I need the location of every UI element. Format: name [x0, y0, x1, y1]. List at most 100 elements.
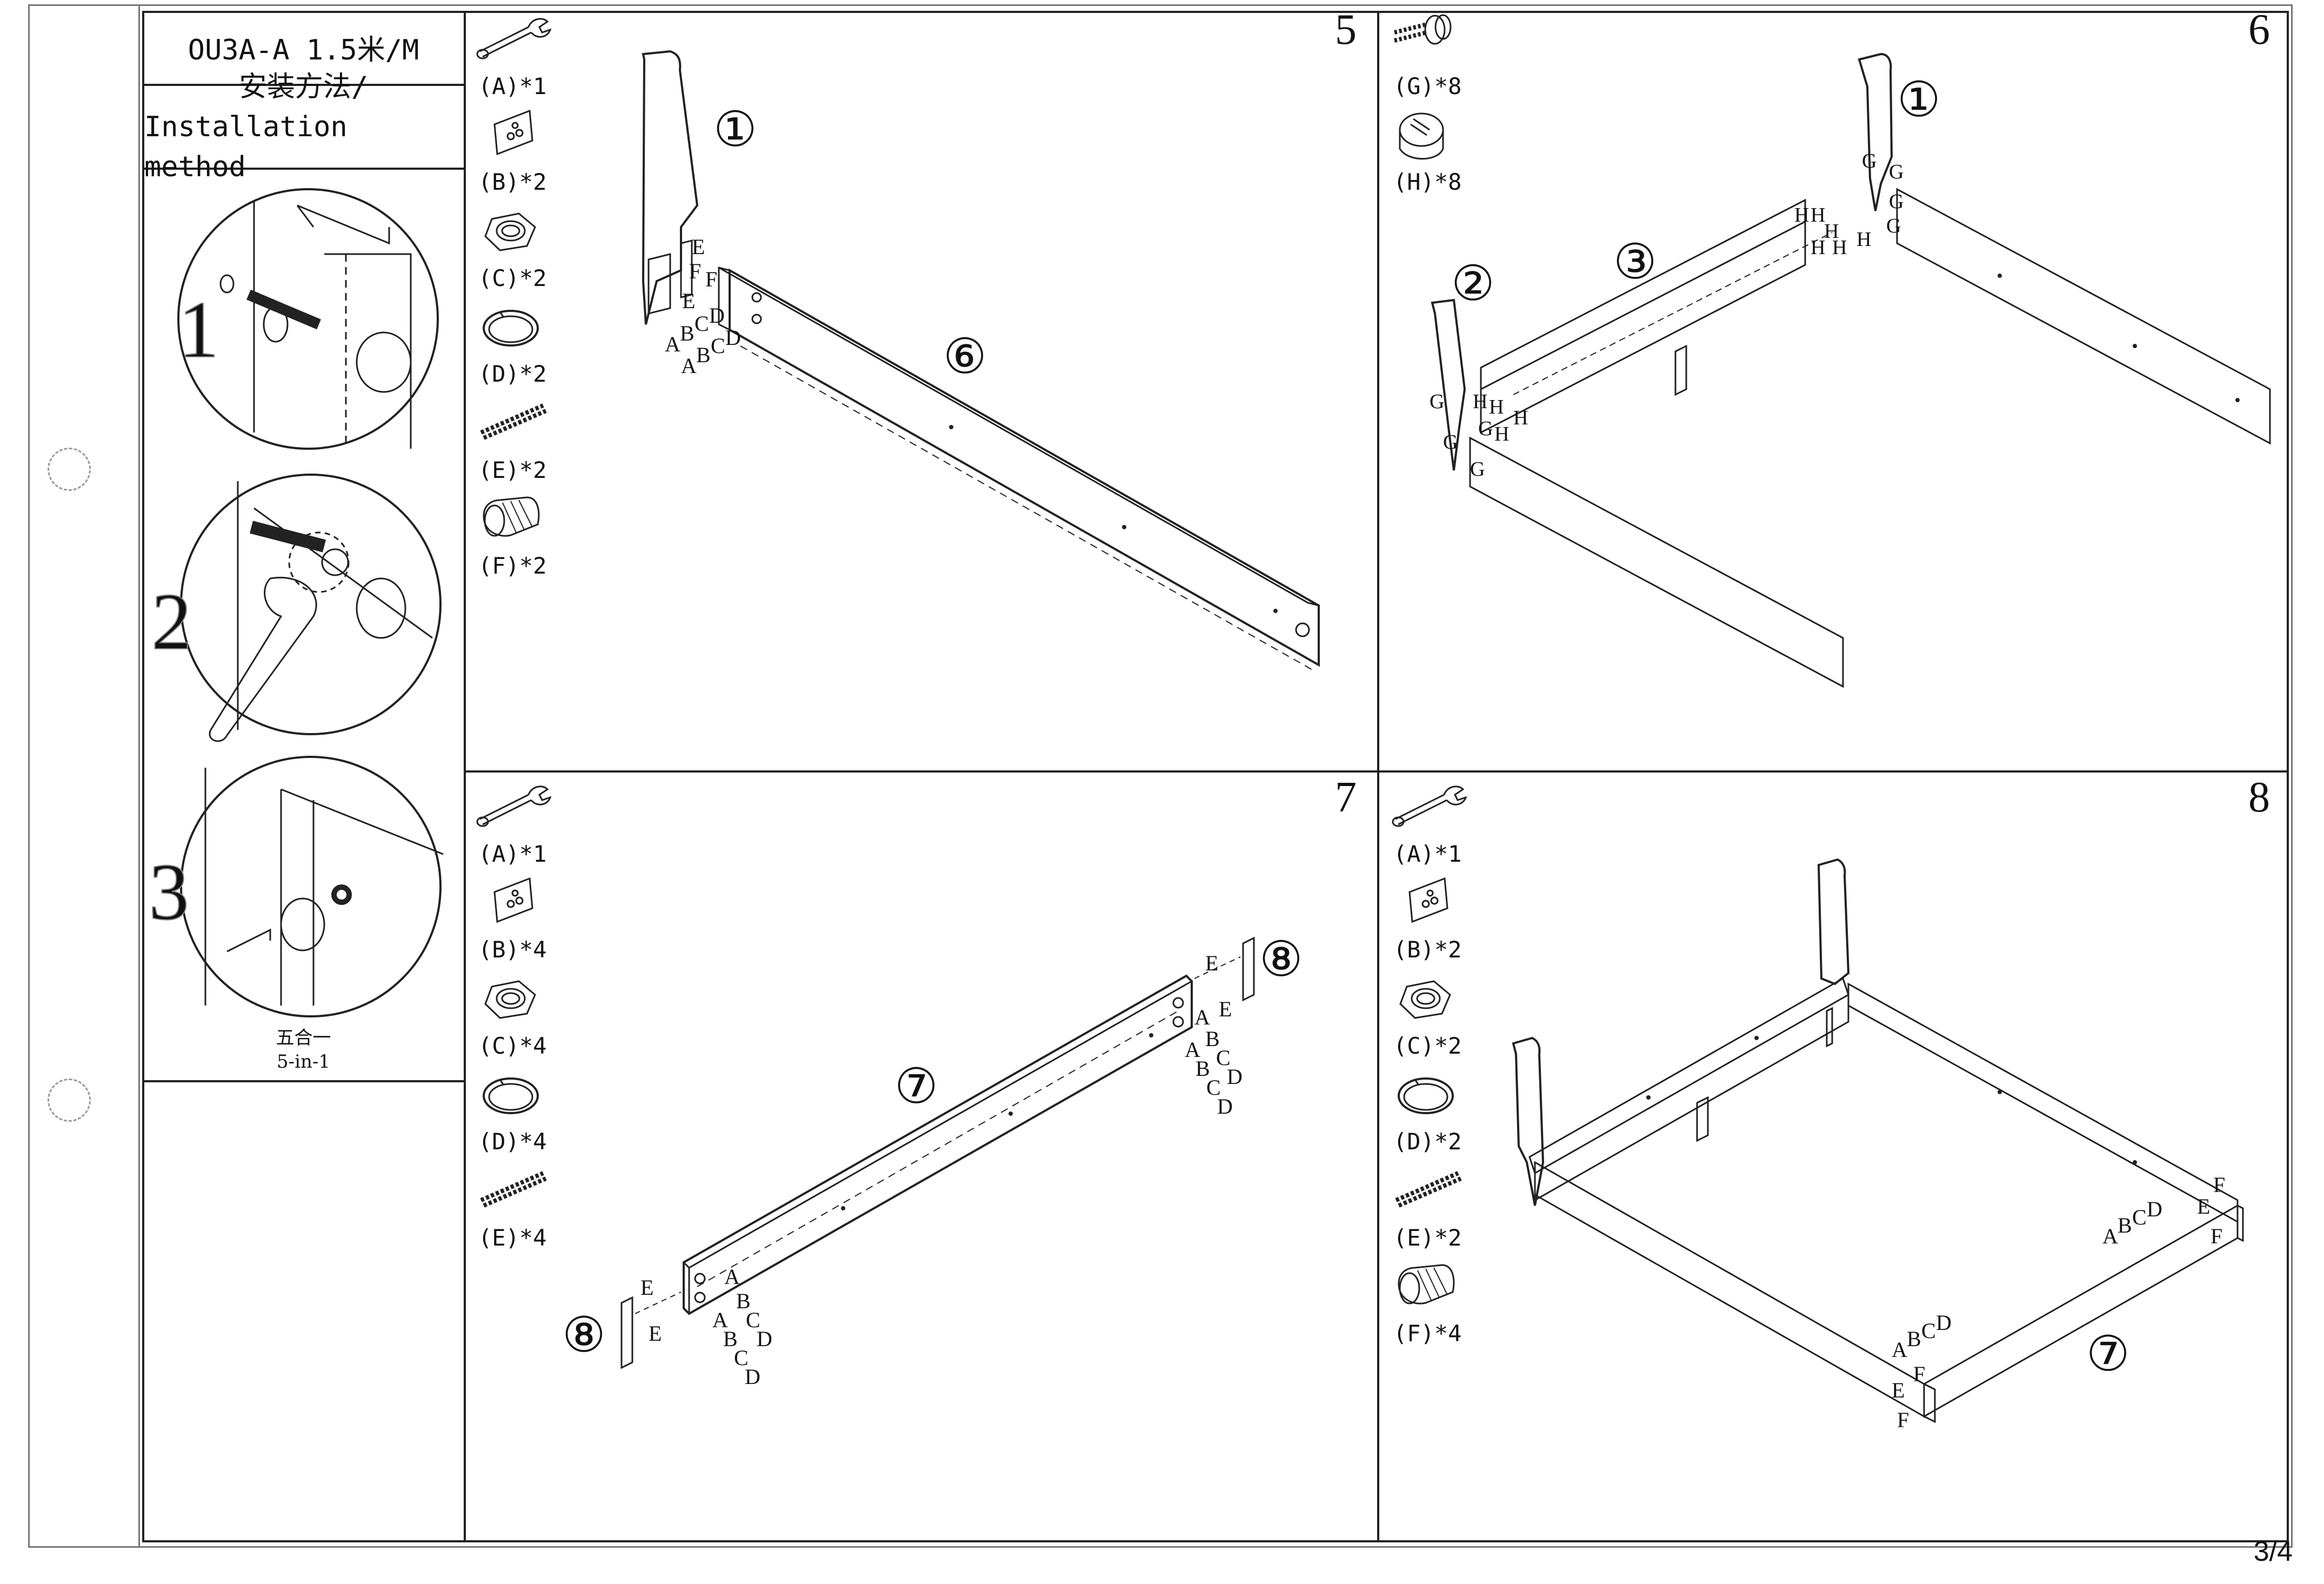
svg-text:A: A — [1185, 1037, 1200, 1062]
step7-diagram: ⑦ ⑧ ⑧ E E A B C D A B C D E E A B C D A … — [562, 933, 1303, 1389]
part-label: (E)*2 — [478, 457, 547, 483]
svg-text:C: C — [711, 334, 725, 358]
svg-text:G: G — [1889, 161, 1904, 183]
five-in-one-en: 5-in-1 — [276, 1051, 330, 1073]
svg-text:D: D — [725, 325, 741, 350]
detail-circle-1: 1 — [177, 188, 439, 450]
svg-text:H: H — [1832, 236, 1847, 259]
svg-text:D: D — [745, 1365, 760, 1389]
svg-text:E: E — [649, 1321, 662, 1346]
detail-number: 3 — [149, 847, 189, 937]
svg-text:C: C — [746, 1308, 760, 1332]
step8-diagram: ⑦ F E F A B C D A B C D F E F — [1512, 858, 2244, 1432]
part-label: (F)*4 — [1393, 1320, 1462, 1347]
part-label: (F)*2 — [478, 553, 547, 579]
svg-text:A: A — [681, 354, 697, 378]
divider-center — [1377, 11, 1379, 1542]
svg-text:E: E — [640, 1275, 653, 1300]
step6-diagram: ① ② ③ G G G G H H H H H H G H H H G G G … — [1430, 52, 2271, 688]
svg-text:B: B — [1907, 1327, 1921, 1351]
svg-text:D: D — [757, 1327, 772, 1351]
svg-text:D: D — [1217, 1094, 1233, 1119]
svg-text:H: H — [1489, 396, 1504, 418]
divider-install-title — [142, 168, 464, 170]
svg-text:F: F — [2213, 1173, 2225, 1197]
callout-3: ③ — [1613, 236, 1657, 289]
divider-left-column — [464, 11, 466, 1542]
svg-text:C: C — [734, 1346, 749, 1370]
page-number: 3/4 — [2253, 1536, 2293, 1567]
callout-1: ① — [1897, 74, 1941, 127]
svg-text:G: G — [1470, 458, 1485, 481]
part-label: (A)*1 — [1393, 841, 1462, 867]
part-label: (B)*2 — [1393, 936, 1462, 963]
instruction-sheet — [142, 11, 2289, 1542]
svg-text:A: A — [712, 1308, 728, 1332]
part-label: (C)*4 — [478, 1033, 547, 1059]
part-label: (D)*4 — [478, 1128, 547, 1155]
step-number-8: 8 — [2248, 774, 2270, 821]
svg-text:B: B — [2118, 1213, 2132, 1237]
divider-sidebar-bottom — [142, 1080, 464, 1082]
five-in-one-cn: 五合一 — [276, 1027, 331, 1049]
detail-number: 1 — [178, 285, 219, 375]
callout-8: ⑧ — [562, 1309, 606, 1362]
svg-text:H: H — [1794, 204, 1809, 227]
part-label: (E)*4 — [478, 1224, 547, 1251]
svg-text:G: G — [1889, 190, 1904, 213]
callout-2: ② — [1451, 257, 1495, 311]
step-number-5: 5 — [1335, 6, 1357, 54]
svg-text:B: B — [723, 1327, 738, 1351]
callout-7: ⑦ — [2086, 1328, 2130, 1381]
part-label: (C)*2 — [478, 265, 547, 291]
svg-text:H: H — [1513, 407, 1528, 429]
svg-text:C: C — [1216, 1046, 1231, 1070]
part-label: (A)*1 — [478, 73, 547, 99]
svg-text:G: G — [1886, 215, 1901, 237]
svg-text:F: F — [1897, 1408, 1909, 1432]
installation-title-en: Installation method — [144, 111, 348, 183]
svg-text:H: H — [1824, 220, 1839, 243]
installation-title: 安装方法/ Installation method — [144, 71, 463, 183]
svg-text:B: B — [696, 343, 711, 367]
detail-circle-3: 3 — [148, 756, 444, 1017]
svg-text:H: H — [1494, 423, 1509, 445]
svg-text:F: F — [2211, 1224, 2222, 1248]
svg-text:C: C — [1206, 1075, 1221, 1100]
detail-number: 2 — [151, 577, 192, 667]
binder-hole-top — [48, 448, 91, 491]
svg-text:G: G — [1443, 431, 1458, 454]
svg-text:H: H — [1811, 204, 1825, 227]
step5-diagram: ① ⑥ E F F E A B C D A B C D — [642, 50, 1320, 671]
svg-text:C: C — [2132, 1205, 2147, 1229]
svg-text:C: C — [1921, 1319, 1936, 1343]
svg-text:A: A — [2102, 1224, 2118, 1248]
page-frame — [28, 4, 2293, 1548]
callout-8: ⑧ — [1259, 933, 1303, 987]
part-label: (A)*1 — [478, 841, 547, 867]
svg-text:E: E — [692, 235, 705, 259]
svg-text:A: A — [1194, 1005, 1210, 1029]
installation-title-cn: 安装方法/ — [238, 71, 369, 103]
svg-text:E: E — [1219, 997, 1232, 1021]
five-in-one-caption: 五合一 5-in-1 — [144, 1026, 463, 1074]
svg-text:G: G — [1862, 150, 1876, 172]
divider-header — [142, 84, 464, 86]
step-number-6: 6 — [2248, 6, 2270, 54]
svg-text:E: E — [682, 289, 695, 313]
svg-text:F: F — [1913, 1362, 1925, 1386]
svg-text:E: E — [1892, 1378, 1905, 1402]
svg-text:D: D — [2147, 1197, 2162, 1221]
svg-text:G: G — [1430, 390, 1444, 413]
part-label: (E)*2 — [1393, 1224, 1462, 1251]
svg-text:C: C — [694, 311, 709, 336]
part-label: (G)*8 — [1393, 73, 1462, 99]
part-label: (B)*2 — [478, 169, 547, 195]
svg-text:F: F — [705, 267, 717, 291]
svg-text:D: D — [1936, 1310, 1952, 1335]
callout-1: ① — [713, 103, 757, 157]
svg-text:B: B — [736, 1289, 751, 1313]
step-number-7: 7 — [1335, 774, 1357, 821]
svg-text:A: A — [1892, 1337, 1907, 1362]
